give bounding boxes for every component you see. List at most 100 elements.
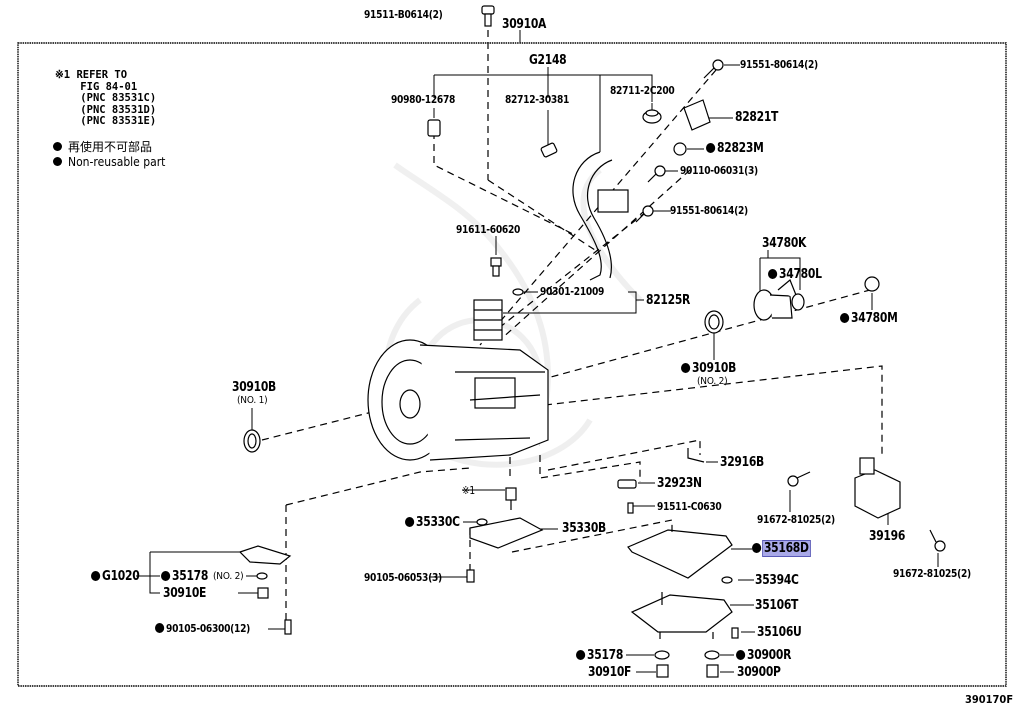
part-label-30910B-no1[interactable]: 30910B	[232, 381, 276, 394]
part-number: G1020	[102, 569, 140, 584]
oil-seal-icon	[704, 310, 724, 334]
part-number: 90105-06300(12)	[166, 622, 251, 635]
part-number: 91611-60620	[456, 223, 521, 236]
cover-plate-icon	[238, 545, 292, 565]
part-sublabel-no2: (NO. 2)	[697, 376, 728, 387]
part-label-34780K[interactable]: 34780K	[762, 237, 806, 250]
part-number: 82712-30381	[505, 93, 570, 106]
part-number: 91511-C0630	[657, 500, 722, 513]
part-label-90110-06031[interactable]: 90110-06031(3)	[680, 165, 758, 176]
part-label-82712-30381[interactable]: 82712-30381	[505, 94, 569, 105]
clip-icon	[540, 142, 558, 158]
gasket-icon	[654, 650, 670, 660]
plug-icon	[257, 587, 269, 599]
part-label-34780M[interactable]: 34780M	[840, 312, 898, 325]
part-number: 82711-2C200	[610, 84, 675, 97]
part-number: 30900R	[747, 648, 792, 663]
part-label-35106T[interactable]: 35106T	[755, 599, 798, 612]
part-label-35168D[interactable]: 35168D	[752, 540, 811, 557]
part-label-82711-2C200[interactable]: 82711-2C200	[610, 84, 675, 97]
part-label-35178-no2[interactable]: 35178	[161, 570, 208, 583]
part-label-91511-C0630[interactable]: 91511-C0630	[657, 500, 722, 513]
ref-marker-1[interactable]: ※1	[462, 485, 475, 496]
part-label-91611-60620[interactable]: 91611-60620	[456, 224, 520, 235]
part-label-35394C[interactable]: 35394C	[755, 574, 799, 587]
part-label-30910E[interactable]: 30910E	[163, 587, 206, 600]
part-label-30900P[interactable]: 30900P	[737, 666, 781, 679]
part-label-30910F[interactable]: 30910F	[588, 666, 631, 679]
bolt-icon	[703, 59, 724, 79]
solenoid-harness-icon	[473, 299, 503, 341]
non-reusable-dot-icon	[706, 143, 716, 153]
part-label-35330B[interactable]: 35330B	[562, 522, 606, 535]
part-number: 30910A	[502, 17, 547, 32]
note-marker: ※1	[55, 69, 71, 81]
transmission-assembly-icon	[367, 339, 549, 461]
legend-item: 再使用不可部品	[53, 140, 165, 155]
gasket-icon	[704, 650, 720, 660]
part-label-82821T[interactable]: 82821T	[735, 111, 778, 124]
part-label-30910B-no2[interactable]: 30910B	[681, 362, 736, 375]
part-label-G1020[interactable]: G1020	[91, 569, 140, 584]
magnet-icon	[721, 576, 733, 584]
non-reusable-dot-icon	[840, 313, 850, 323]
bolt-icon	[481, 5, 495, 27]
bolt-icon	[284, 619, 292, 635]
part-number: 91672-81025(2)	[757, 513, 835, 526]
part-label-35106U[interactable]: 35106U	[757, 626, 802, 639]
plug-icon	[656, 664, 669, 678]
part-sublabel-no1: (NO. 1)	[237, 395, 268, 406]
part-label-G2148[interactable]: G2148	[529, 54, 567, 67]
legend: 再使用不可部品 Non-reusable part	[53, 140, 165, 170]
control-module-icon	[854, 457, 901, 519]
non-reusable-dot-icon	[752, 543, 762, 553]
part-label-82823M[interactable]: 82823M	[706, 142, 764, 155]
diagram-frame	[17, 42, 1007, 687]
nut-icon	[864, 276, 880, 292]
part-number: 91551-80614(2)	[740, 58, 818, 71]
seal-icon	[791, 293, 805, 311]
part-number: 35106U	[757, 625, 802, 640]
legend-text-jp: 再使用不可部品	[68, 140, 153, 154]
part-number: 90105-06053(3)	[364, 571, 442, 584]
part-label-91672-81025-right[interactable]: 91672-81025(2)	[893, 568, 971, 579]
part-label-91551-80614-lower[interactable]: 91551-80614(2)	[670, 205, 748, 216]
wire-harness-icon	[572, 151, 629, 281]
shaft-icon	[753, 279, 799, 321]
part-number: 91551-80614(2)	[670, 204, 748, 217]
part-label-35178[interactable]: 35178	[576, 649, 623, 662]
pan-gasket-icon	[627, 529, 733, 579]
part-label-35330C[interactable]: 35330C	[405, 516, 460, 529]
part-label-90980-12678[interactable]: 90980-12678	[391, 94, 455, 105]
figure-id: 390170F	[965, 693, 1014, 706]
bolt-icon	[647, 165, 666, 183]
part-label-39196[interactable]: 39196	[869, 530, 905, 543]
part-number: 34780L	[779, 267, 822, 282]
part-label-32916B[interactable]: 32916B	[720, 456, 764, 469]
part-label-82125R[interactable]: 82125R	[646, 294, 690, 307]
part-label-90105-06053[interactable]: 90105-06053(3)	[364, 572, 442, 583]
bolt-icon	[929, 529, 946, 552]
part-label-30910A[interactable]: 30910A	[502, 18, 546, 31]
part-label-30900R[interactable]: 30900R	[736, 649, 791, 662]
part-label-91672-81025-left[interactable]: 91672-81025(2)	[757, 514, 835, 525]
part-number: 34780M	[851, 311, 898, 326]
part-number: 30910B	[692, 361, 737, 376]
non-reusable-dot-icon	[53, 157, 62, 166]
non-reusable-dot-icon	[91, 571, 101, 581]
non-reusable-dot-icon	[53, 142, 62, 151]
non-reusable-dot-icon	[155, 623, 165, 633]
pipe-icon	[687, 448, 705, 463]
part-label-90301-21009[interactable]: 90301-21009	[540, 286, 604, 297]
oil-pan-icon	[630, 592, 733, 633]
part-label-91511-B0614[interactable]: 91511-B0614(2)	[364, 9, 443, 20]
clip-icon	[673, 142, 687, 156]
part-label-91551-80614-top[interactable]: 91551-80614(2)	[740, 59, 818, 70]
part-label-34780L[interactable]: 34780L	[768, 268, 822, 281]
note-line: REFER TO	[76, 69, 128, 81]
connector-icon	[427, 119, 441, 137]
part-label-90105-06300[interactable]: 90105-06300(12)	[155, 623, 250, 634]
part-label-32923N[interactable]: 32923N	[657, 477, 702, 490]
